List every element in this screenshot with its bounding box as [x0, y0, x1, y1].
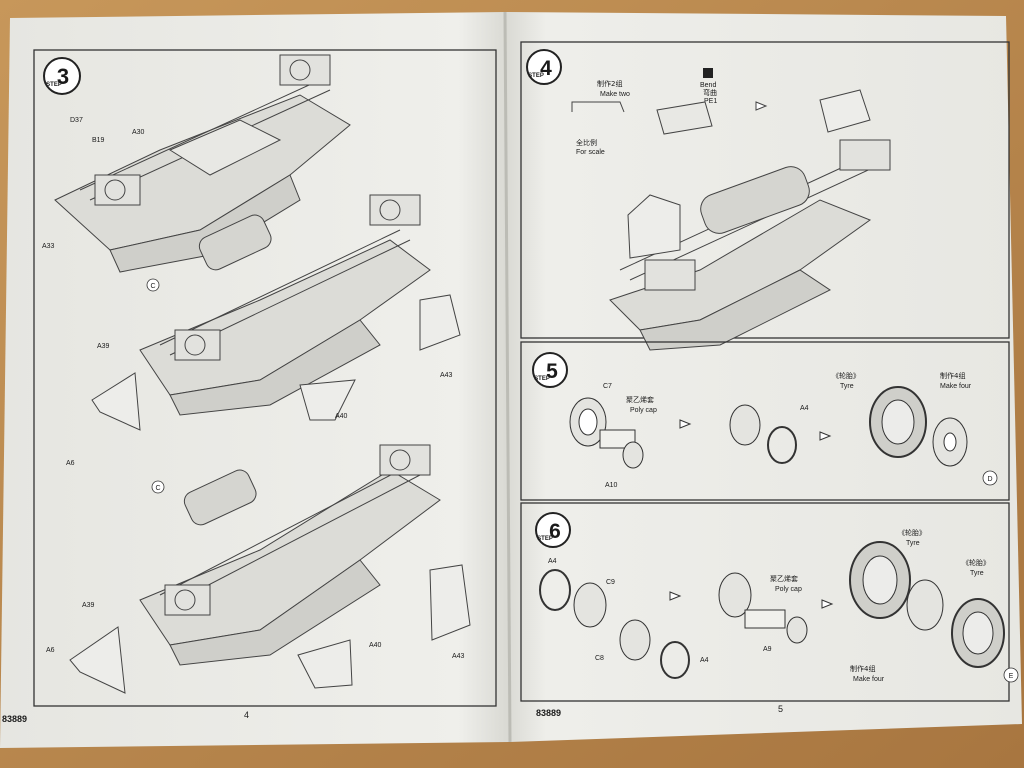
svg-text:A10: A10	[605, 482, 618, 489]
svg-text:STEP: STEP	[46, 82, 62, 88]
svg-text:D37: D37	[70, 117, 83, 124]
svg-text:《轮胎》: 《轮胎》	[832, 371, 860, 380]
svg-text:5: 5	[546, 360, 558, 383]
svg-text:Poly cap: Poly cap	[630, 407, 657, 414]
svg-text:Make two: Make two	[600, 91, 630, 98]
svg-text:A6: A6	[66, 460, 75, 467]
svg-text:A4: A4	[548, 558, 557, 565]
chassis-drawing-1	[54, 54, 351, 273]
svg-text:制作2组: 制作2组	[597, 79, 622, 88]
svg-text:A4: A4	[700, 657, 709, 664]
left-kit-code: 83889	[2, 714, 27, 724]
svg-text:C9: C9	[606, 579, 615, 586]
step3-callouts: D37 B19 A30 A33 C C A39 A39 A6 A6 A40 A4…	[42, 117, 465, 660]
svg-text:A4: A4	[800, 405, 809, 412]
step4-labels: 制作2组 Make two Bend 弯曲 PE1 全比例 For scale	[576, 68, 717, 156]
svg-text:Poly cap: Poly cap	[775, 586, 802, 593]
step6-labels: A4 C9 C8 A4 聚乙烯套 Poly cap A9 《轮胎》 Tyre 《…	[548, 528, 1019, 683]
svg-text:全比例: 全比例	[576, 138, 597, 147]
svg-text:弯曲: 弯曲	[703, 88, 717, 97]
svg-text:3: 3	[57, 64, 69, 89]
chassis-drawing-2	[91, 194, 461, 431]
svg-text:Tyre: Tyre	[906, 540, 920, 547]
svg-text:A43: A43	[440, 372, 453, 379]
step6-frame	[520, 502, 1010, 702]
chassis-drawing-3	[69, 444, 471, 694]
svg-text:聚乙烯套: 聚乙烯套	[626, 395, 654, 404]
svg-text:B19: B19	[92, 137, 105, 144]
svg-text:C: C	[150, 283, 155, 290]
svg-text:Make four: Make four	[853, 676, 885, 683]
svg-text:聚乙烯套: 聚乙烯套	[770, 574, 798, 583]
svg-text:制作4组: 制作4组	[940, 371, 965, 380]
step3-frame	[33, 49, 497, 707]
step5-labels: C7 聚乙烯套 Poly cap A10 A4 《轮胎》 Tyre 制作4组 M…	[603, 371, 998, 489]
svg-text:STEP: STEP	[528, 73, 544, 79]
step4-pe-parts	[571, 101, 768, 135]
svg-text:E: E	[1009, 673, 1014, 680]
step4-badge: 4 STEP	[526, 49, 562, 85]
step3-badge: 3 STEP	[43, 57, 81, 95]
right-kit-code: 83889	[536, 708, 561, 718]
svg-text:A40: A40	[335, 413, 348, 420]
svg-text:A43: A43	[452, 653, 465, 660]
svg-text:4: 4	[540, 57, 552, 80]
svg-text:STEP: STEP	[534, 376, 550, 382]
svg-text:C8: C8	[595, 655, 604, 662]
step6-parts	[539, 541, 1005, 679]
step4-frame	[520, 41, 1010, 339]
svg-text:PE1: PE1	[704, 98, 717, 105]
svg-text:C7: C7	[603, 383, 612, 390]
svg-text:For scale: For scale	[576, 149, 605, 156]
svg-text:《轮胎》: 《轮胎》	[898, 528, 926, 537]
svg-text:A39: A39	[97, 343, 110, 350]
svg-text:D: D	[987, 476, 992, 483]
svg-text:A6: A6	[46, 647, 55, 654]
svg-text:Bend: Bend	[700, 82, 716, 89]
step5-parts	[569, 386, 968, 469]
step5-frame	[520, 341, 1010, 501]
svg-text:A40: A40	[369, 642, 382, 649]
svg-text:Make four: Make four	[940, 383, 972, 390]
svg-text:Tyre: Tyre	[840, 383, 854, 390]
right-page-number: 5	[778, 704, 783, 714]
svg-text:制作4组: 制作4组	[850, 664, 875, 673]
left-page-number: 4	[244, 710, 249, 720]
svg-text:6: 6	[549, 520, 561, 543]
svg-text:《轮胎》: 《轮胎》	[962, 558, 990, 567]
svg-text:A39: A39	[82, 602, 95, 609]
svg-text:A9: A9	[763, 646, 772, 653]
chassis-drawing-4	[609, 89, 891, 351]
spine	[503, 11, 512, 743]
step5-badge: 5 STEP	[532, 352, 568, 388]
svg-text:A30: A30	[132, 129, 145, 136]
svg-text:C: C	[155, 485, 160, 492]
svg-text:STEP: STEP	[537, 536, 553, 542]
step6-badge: 6 STEP	[535, 512, 571, 548]
svg-text:A33: A33	[42, 243, 55, 250]
svg-text:Tyre: Tyre	[970, 570, 984, 577]
